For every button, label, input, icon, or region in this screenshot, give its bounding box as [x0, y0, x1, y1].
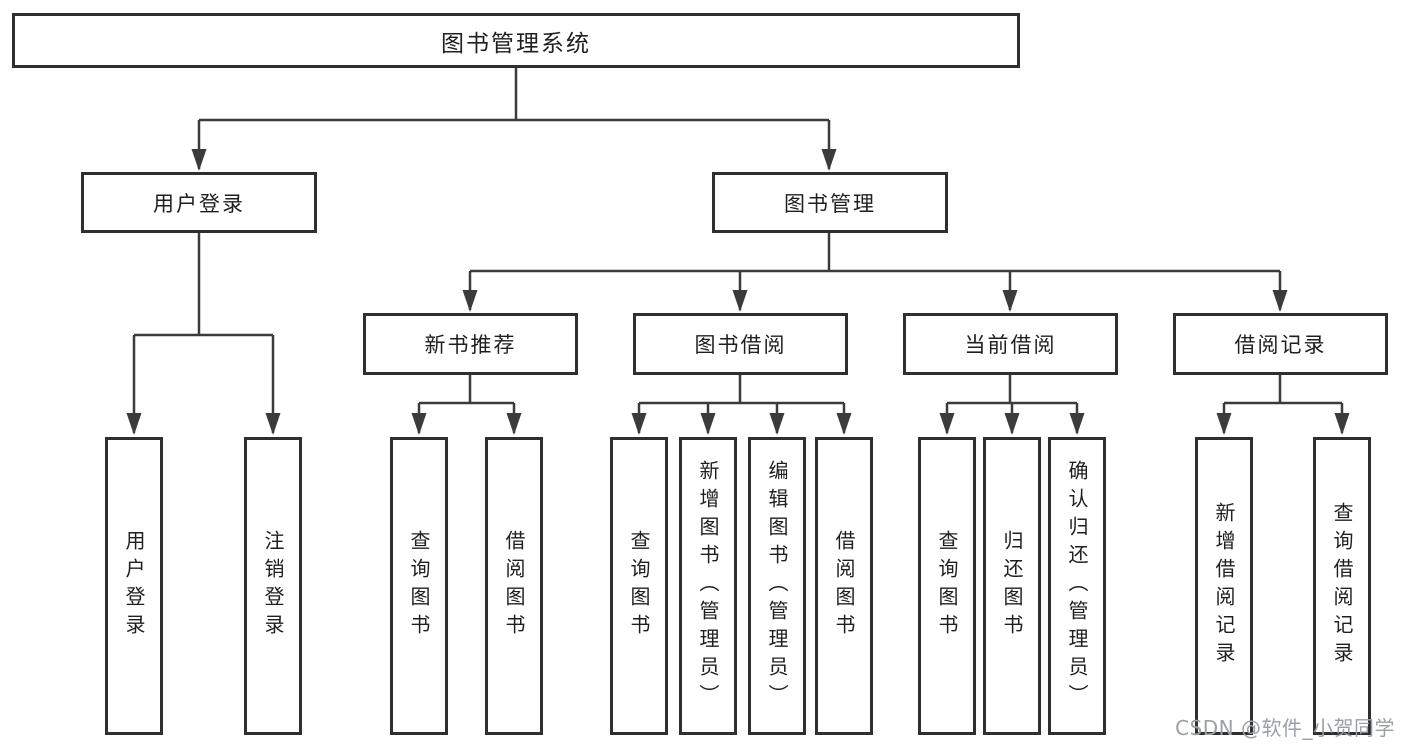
csdn-watermark: CSDN @软件_小贺同学 — [1175, 716, 1395, 740]
leaf-query-borrow-record: 查询借阅记录 — [1313, 437, 1371, 735]
leaf-confirm-return-admin: 确认归还（管理员） — [1048, 437, 1106, 735]
leaf-return-books: 归还图书 — [983, 437, 1041, 735]
node-book-management: 图书管理 — [712, 172, 948, 233]
node-new-book-recommendation: 新书推荐 — [363, 313, 578, 375]
leaf-logout: 注销登录 — [244, 437, 302, 735]
leaf-borrow-books-borrowing: 借阅图书 — [815, 437, 873, 735]
leaf-user-login: 用户登录 — [105, 437, 163, 735]
leaf-add-book-admin: 新增图书（管理员） — [679, 437, 737, 735]
node-user-login: 用户登录 — [81, 172, 317, 233]
node-borrowing-records: 借阅记录 — [1173, 313, 1388, 375]
leaf-edit-book-admin: 编辑图书（管理员） — [748, 437, 806, 735]
leaf-add-borrow-record: 新增借阅记录 — [1195, 437, 1253, 735]
connector-arrows — [126, 120, 1350, 435]
node-current-borrowing: 当前借阅 — [903, 313, 1118, 375]
leaf-query-books-current: 查询图书 — [918, 437, 976, 735]
node-book-borrowing: 图书借阅 — [633, 313, 848, 375]
node-root-library-management-system: 图书管理系统 — [12, 13, 1020, 68]
leaf-query-books-newbook: 查询图书 — [390, 437, 448, 735]
leaf-query-books-borrowing: 查询图书 — [610, 437, 668, 735]
leaf-borrow-books-newbook: 借阅图书 — [485, 437, 543, 735]
